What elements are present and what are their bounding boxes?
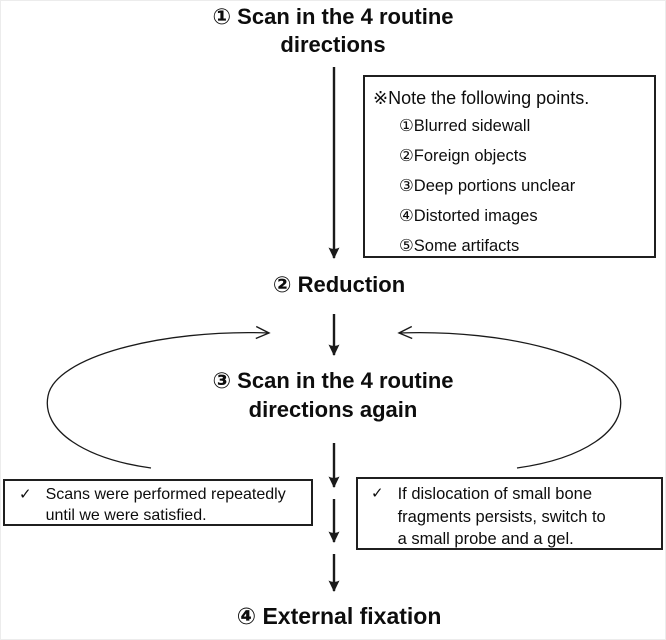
check-icon: ✓ [19, 486, 32, 503]
left-note-box: ✓ Scans were performed repeatedly until … [3, 479, 313, 526]
right-note-box: ✓ If dislocation of small bone fragments… [356, 477, 663, 550]
note-item-list: ①Blurred sidewall ②Foreign objects ③Deep… [399, 116, 650, 256]
note-item-distorted-images: ④Distorted images [399, 207, 538, 225]
step-3-scan-again: ③ Scan in the 4 routine directions again [212, 368, 454, 422]
left-note-text: Scans were performed repeatedly until we… [45, 486, 286, 524]
right-note-text: If dislocation of small bone fragments p… [397, 485, 606, 548]
step-4-external-fixation: ④ External fixation [236, 603, 442, 629]
step-2-reduction: ② Reduction [272, 272, 406, 297]
note-item-blurred-sidewall: ①Blurred sidewall [399, 117, 531, 135]
check-icon: ✓ [371, 485, 384, 502]
note-box: ※Note the following points. ①Blurred sid… [363, 75, 656, 258]
note-item-foreign-objects: ②Foreign objects [399, 147, 527, 165]
step-1-scan-routine-directions: ① Scan in the 4 routine directions [212, 4, 454, 57]
note-item-some-artifacts: ⑤Some artifacts [399, 237, 520, 255]
note-title: ※Note the following points. [373, 88, 590, 108]
note-item-deep-portions-unclear: ③Deep portions unclear [399, 177, 576, 195]
